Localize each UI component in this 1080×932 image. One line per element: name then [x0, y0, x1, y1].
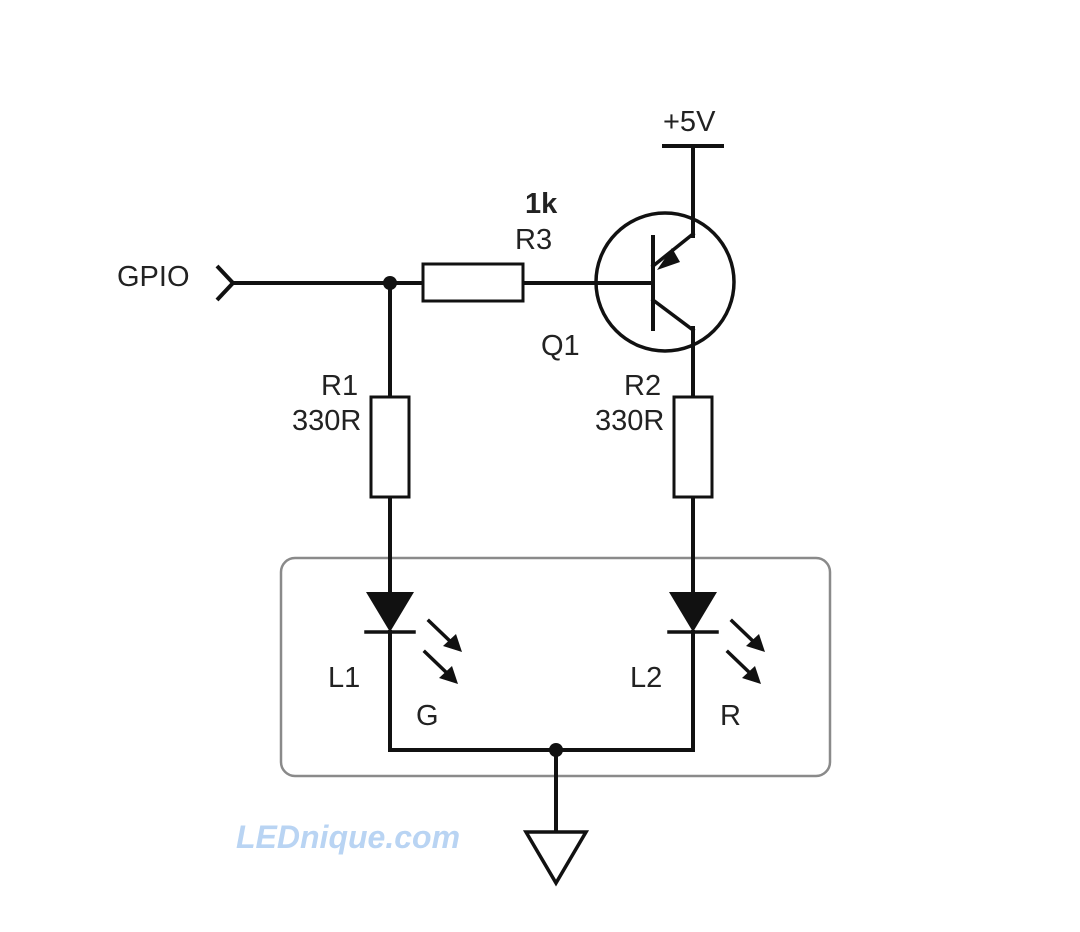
label-l2-color: R [720, 700, 741, 732]
led-l2-emission-arrows-icon [725, 618, 765, 684]
label-r2-value: 330R [595, 405, 664, 437]
gpio-input-arrow [215, 264, 236, 302]
led-l1-emission-arrows-icon [422, 618, 462, 684]
resistor-r1 [369, 395, 411, 499]
label-l1-color: G [416, 700, 439, 732]
led-l1 [364, 592, 462, 684]
label-r3-name: R3 [515, 224, 552, 256]
resistor-r2 [672, 395, 714, 499]
label-r1-value: 330R [292, 405, 361, 437]
label-l2-name: L2 [630, 662, 662, 694]
transistor-collector-lead [650, 297, 696, 333]
wires [231, 144, 695, 834]
led-l2-triangle [669, 592, 717, 632]
label-supply: +5V [663, 106, 716, 138]
junction-dot-ground [549, 743, 563, 757]
transistor-q1 [594, 210, 736, 354]
label-l1-name: L1 [328, 662, 360, 694]
label-r1-name: R1 [321, 370, 358, 402]
led-l1-triangle [366, 592, 414, 632]
label-gpio: GPIO [117, 261, 190, 293]
led-l2 [667, 592, 765, 684]
junction-dot-gpio [383, 276, 397, 290]
ground-symbol [522, 830, 590, 887]
label-q1-name: Q1 [541, 330, 580, 362]
transistor-emitter-arrow [657, 248, 680, 270]
watermark: LEDnique.com [236, 819, 460, 855]
resistor-r3 [421, 262, 525, 303]
label-r3-value: 1k [525, 188, 558, 220]
label-r2-name: R2 [624, 370, 661, 402]
